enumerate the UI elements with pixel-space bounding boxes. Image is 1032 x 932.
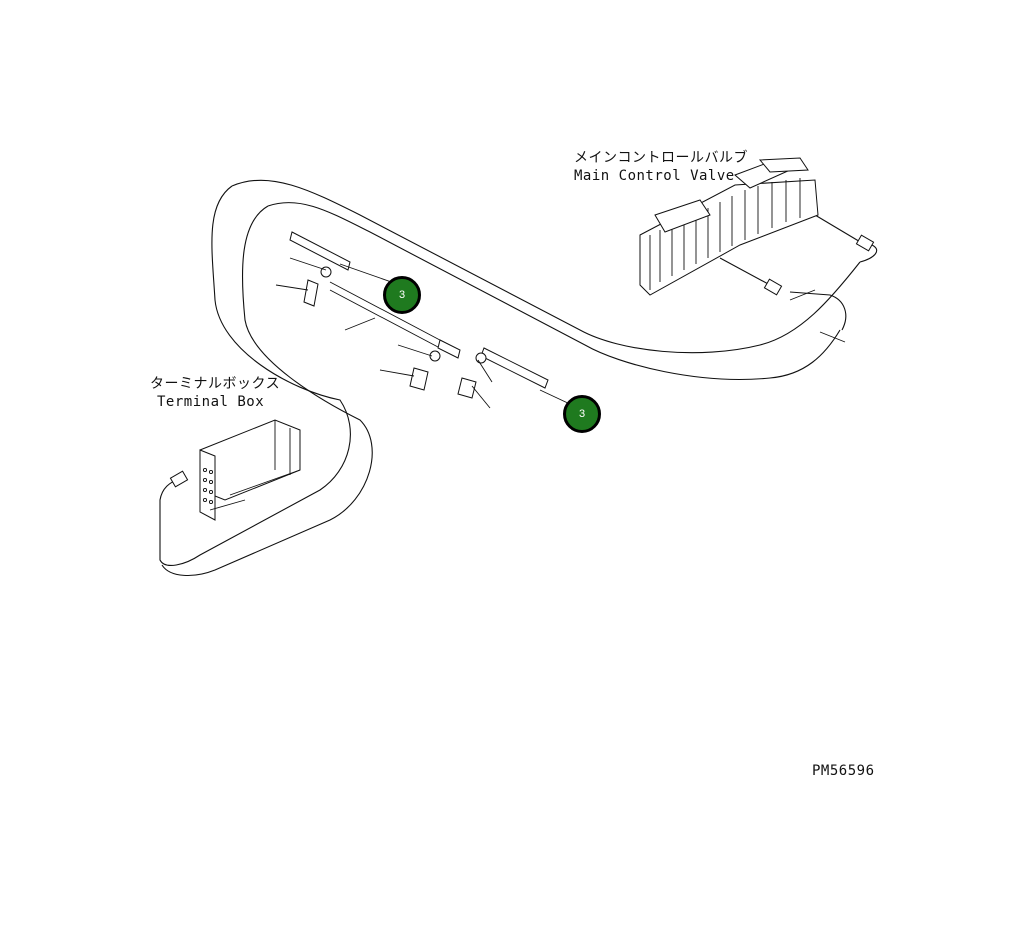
connector-valve-2	[763, 278, 783, 296]
connector-valve-1	[855, 234, 875, 252]
harness-branch-valve-3	[719, 257, 771, 286]
terminal-box-label-en: Terminal Box	[157, 394, 265, 410]
harness-outer	[231, 179, 861, 354]
clamp-upper-left	[289, 231, 461, 391]
leader-lines	[275, 257, 846, 409]
terminal-box-label-jp: ターミナルボックス	[150, 376, 281, 392]
callout-3-lower[interactable]: 3	[563, 395, 601, 433]
harness-inner	[267, 202, 841, 380]
harness-branch-valve-2	[789, 291, 847, 331]
clamp-center	[457, 347, 549, 399]
harness-branch-valve-1	[859, 244, 878, 263]
main-control-valve-drawing	[639, 157, 819, 296]
harness-branch-valve-4	[809, 211, 863, 244]
drawing-number: PM56596	[812, 763, 875, 779]
callout-3-upper[interactable]: 3	[383, 276, 421, 314]
terminal-box-drawing	[199, 419, 301, 521]
connector-terminal	[169, 470, 189, 488]
harness-inner-2	[161, 205, 373, 576]
main-control-valve-label-en: Main Control Valve	[574, 168, 735, 184]
main-control-valve-label-jp: メインコントロールバルブ	[574, 150, 748, 166]
